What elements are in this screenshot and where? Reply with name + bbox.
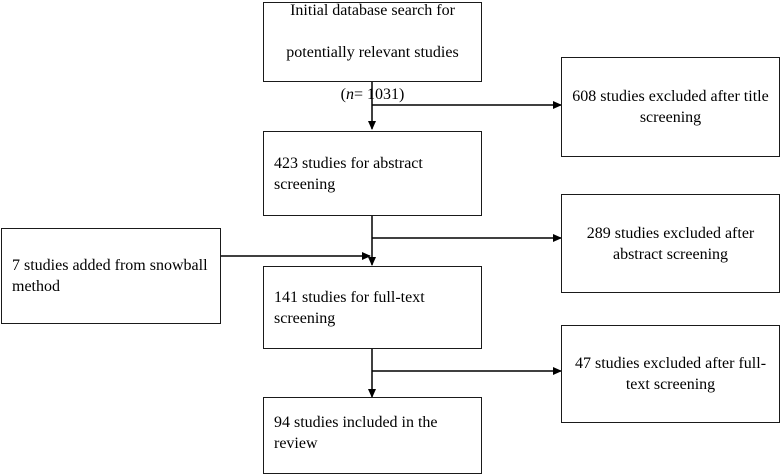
- included-box: 94 studies included in the review: [263, 397, 482, 474]
- initial-search-text: Initial database search for potentially …: [286, 2, 459, 103]
- abstract-screening-box: 423 studies for abstract screening: [263, 131, 482, 216]
- excluded-abstract-box: 289 studies excluded after abstract scre…: [561, 194, 780, 293]
- snowball-added-box: 7 studies added from snowball method: [1, 228, 221, 324]
- initial-search-line1: Initial database search for: [290, 2, 455, 19]
- excluded-fulltext-box: 47 studies excluded after full- text scr…: [561, 325, 780, 423]
- n-value: = 1031: [353, 86, 400, 103]
- initial-search-box: Initial database search for potentially …: [263, 2, 482, 103]
- excluded-title-box: 608 studies excluded after title screeni…: [561, 57, 780, 157]
- n-label: n: [345, 86, 354, 103]
- fulltext-screening-box: 141 studies for full-text screening: [263, 266, 482, 349]
- initial-search-line2: potentially relevant studies: [286, 44, 459, 61]
